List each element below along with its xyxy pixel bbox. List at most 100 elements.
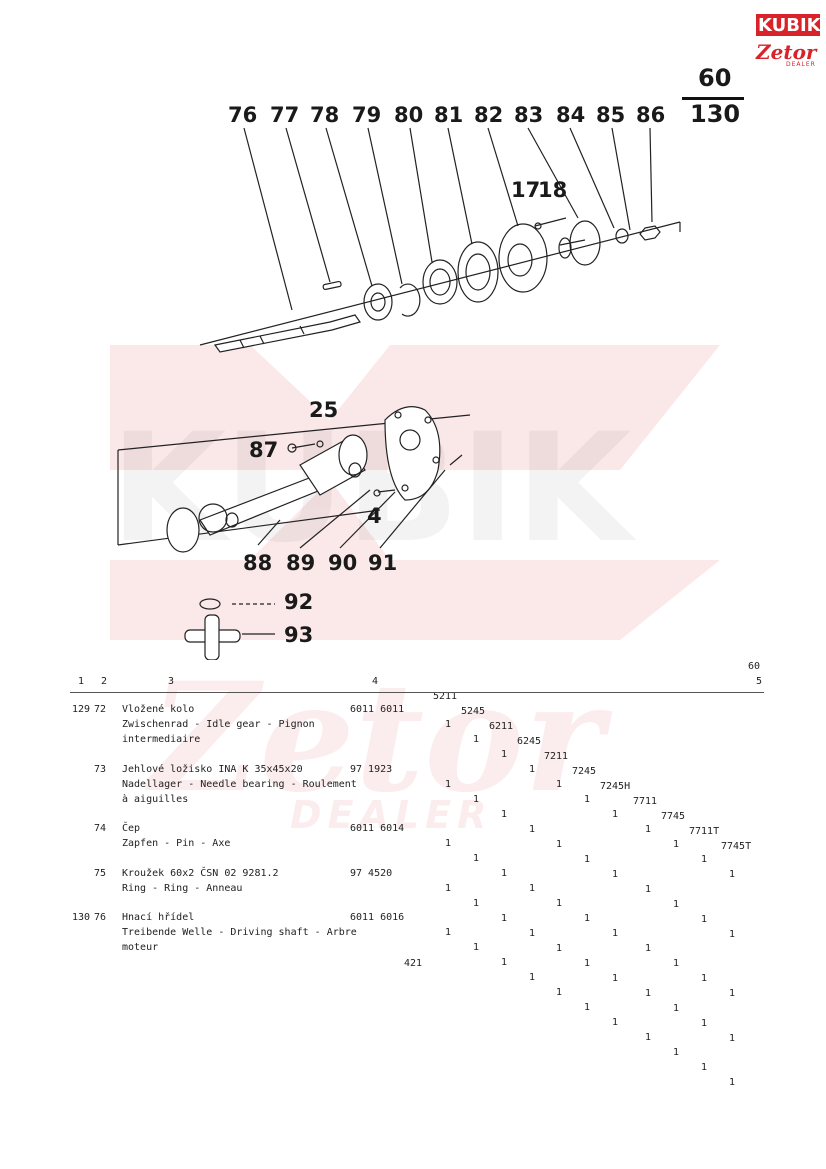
qty-cell: 1 bbox=[444, 719, 452, 730]
qty-cell: 1 bbox=[644, 1032, 652, 1043]
qty-cell: 1 bbox=[444, 927, 452, 938]
qty-cell: 1 bbox=[555, 943, 563, 954]
model-header: 7211 bbox=[544, 751, 569, 762]
callout-77: 77 bbox=[270, 103, 300, 127]
exploded-parts-diagram bbox=[117, 127, 681, 660]
row-desc-line: Kroužek 60x2 ČSN 02 9281.2 bbox=[122, 868, 279, 879]
callout-25: 25 bbox=[309, 398, 339, 422]
qty-cell: 1 bbox=[700, 973, 708, 984]
qty-cell: 1 bbox=[728, 988, 736, 999]
qty-cell: 1 bbox=[500, 957, 508, 968]
col-header-group-top: 60 bbox=[748, 661, 761, 672]
qty-cell: 1 bbox=[644, 884, 652, 895]
qty-cell: 1 bbox=[444, 779, 452, 790]
qty-cell: 1 bbox=[672, 839, 680, 850]
qty-cell: 1 bbox=[555, 987, 563, 998]
page-ref-divider bbox=[682, 97, 744, 100]
qty-cell: 1 bbox=[672, 1047, 680, 1058]
row-fig: 129 bbox=[72, 704, 91, 715]
qty-cell: 1 bbox=[583, 794, 591, 805]
model-headers: 5211 5245 6211 6245 7211 7245 7245H 7711… bbox=[433, 674, 751, 854]
model-header: 7245 bbox=[572, 766, 597, 777]
row-part-number: 6011 6014 bbox=[350, 823, 405, 834]
qty-cell: 1 bbox=[644, 824, 652, 835]
logo-sub: Zetor bbox=[756, 40, 817, 64]
model-header: 7745 bbox=[661, 811, 686, 822]
row-pos: 76 bbox=[94, 912, 107, 923]
row-part-number: 6011 6016 bbox=[350, 912, 405, 923]
qty-cell: 1 bbox=[555, 898, 563, 909]
qty-cell: 1 bbox=[583, 854, 591, 865]
row-quantities: 1 1 1 1 1 1 1 1 1 1 1 bbox=[433, 762, 735, 942]
row-desc-line: Treibende Welle - Driving shaft - Arbre bbox=[122, 927, 357, 938]
qty-cell: 1 bbox=[728, 1077, 736, 1088]
row-quantities: 1 1 1 1 1 1 1 1 1 1 1 bbox=[433, 866, 735, 1046]
col-header-2: 2 bbox=[101, 676, 108, 687]
row-desc-line: Hnací hřídel bbox=[122, 912, 195, 923]
qty-cell: 1 bbox=[611, 1017, 619, 1028]
row-part-number: 97 1923 bbox=[350, 764, 393, 775]
qty-cell: 1 bbox=[528, 764, 536, 775]
qty-cell: 1 bbox=[700, 854, 708, 865]
row-desc-line: Čep bbox=[122, 823, 141, 834]
callout-79: 79 bbox=[352, 103, 382, 127]
col-header-3: 3 bbox=[168, 676, 175, 687]
callout-91: 91 bbox=[368, 551, 398, 575]
callout-86: 86 bbox=[636, 103, 666, 127]
callout-92: 92 bbox=[284, 590, 314, 614]
svg-text:Zetor: Zetor bbox=[145, 650, 613, 826]
qty-cell: 1 bbox=[444, 883, 452, 894]
row-part-number: 6011 6011 bbox=[350, 704, 405, 715]
qty-cell: 1 bbox=[583, 958, 591, 969]
callout-90: 90 bbox=[328, 551, 358, 575]
qty-cell: 1 bbox=[555, 839, 563, 850]
qty-cell: 1 bbox=[472, 898, 480, 909]
row-pos: 75 bbox=[94, 868, 107, 879]
qty-cell: 1 bbox=[672, 958, 680, 969]
qty-cell: 1 bbox=[528, 972, 536, 983]
col-header-1: 1 bbox=[78, 676, 85, 687]
callout-80: 80 bbox=[394, 103, 424, 127]
qty-cell: 1 bbox=[728, 929, 736, 940]
qty-cell: 1 bbox=[528, 928, 536, 939]
callout-4: 4 bbox=[367, 504, 382, 528]
row-desc-line: moteur bbox=[122, 942, 159, 953]
qty-cell: 1 bbox=[583, 1002, 591, 1013]
callout-89: 89 bbox=[286, 551, 316, 575]
page-number: 421 bbox=[404, 958, 423, 969]
qty-cell: 1 bbox=[644, 988, 652, 999]
callout-81: 81 bbox=[434, 103, 464, 127]
row-desc-line: Jehlové ložisko INA K 35x45x20 bbox=[122, 764, 303, 775]
row-quantities: 1 1 1 1 1 1 1 1 1 1 1 bbox=[433, 702, 735, 882]
callout-87: 87 bbox=[249, 438, 279, 462]
qty-cell: 1 bbox=[700, 1018, 708, 1029]
model-header: 7745T bbox=[721, 841, 752, 852]
qty-cell: 1 bbox=[583, 913, 591, 924]
callout-18: 18 bbox=[538, 178, 568, 202]
row-desc-line: Vložené kolo bbox=[122, 704, 195, 715]
row-desc-line: à aiguilles bbox=[122, 794, 189, 805]
callout-78: 78 bbox=[310, 103, 340, 127]
row-part-number: 97 4520 bbox=[350, 868, 393, 879]
qty-cell: 1 bbox=[500, 913, 508, 924]
kubik-zetor-logo: KUBIK Zetor DEALER bbox=[756, 14, 821, 72]
qty-cell: 1 bbox=[528, 883, 536, 894]
model-header: 5245 bbox=[461, 706, 486, 717]
row-pos: 73 bbox=[94, 764, 107, 775]
qty-cell: 1 bbox=[672, 1003, 680, 1014]
logo-tag: DEALER bbox=[786, 61, 816, 68]
model-header: 6245 bbox=[517, 736, 542, 747]
qty-cell: 1 bbox=[472, 853, 480, 864]
row-desc-line: Zwischenrad - Idle gear - Pignon bbox=[122, 719, 315, 730]
model-header: 5211 bbox=[433, 691, 458, 702]
qty-cell: 1 bbox=[728, 869, 736, 880]
row-desc-line: Ring - Ring - Anneau bbox=[122, 883, 243, 894]
logo-brand: KUBIK bbox=[758, 15, 821, 36]
col-header-group-bottom: 5 bbox=[756, 676, 763, 687]
callout-82: 82 bbox=[474, 103, 504, 127]
qty-cell: 1 bbox=[700, 914, 708, 925]
row-fig: 130 bbox=[72, 912, 91, 923]
qty-cell: 1 bbox=[500, 749, 508, 760]
callout-83: 83 bbox=[514, 103, 544, 127]
row-pos: 72 bbox=[94, 704, 107, 715]
